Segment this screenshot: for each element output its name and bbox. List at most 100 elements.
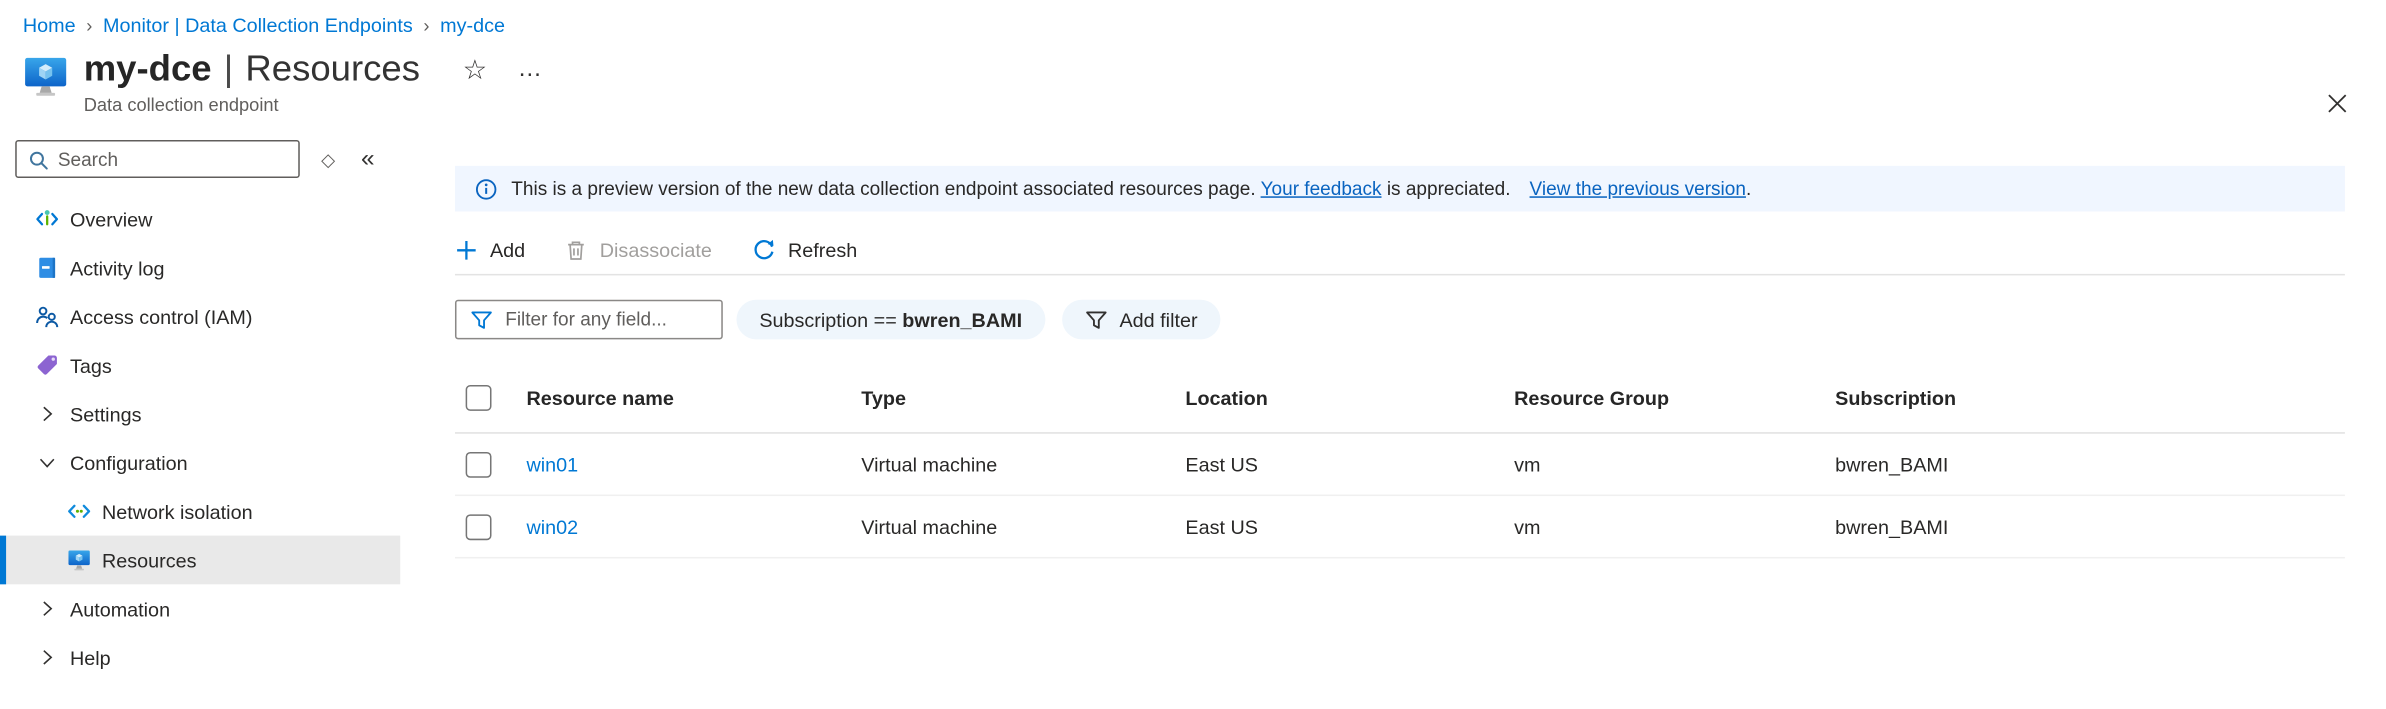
sidebar-item-label: Activity log — [69, 256, 165, 280]
favorite-star-icon[interactable]: ☆ — [462, 54, 488, 86]
breadcrumb-separator-icon: › — [423, 14, 430, 36]
activity-log-icon — [35, 256, 59, 280]
blade-name-title: Resources — [245, 48, 420, 90]
toolbar-divider — [454, 273, 2345, 276]
cell-location: East US — [1185, 452, 1258, 476]
add-button-label: Add — [489, 238, 526, 261]
disassociate-button-label: Disassociate — [599, 238, 712, 261]
sidebar-item-resources[interactable]: Resources — [0, 535, 401, 585]
resource-link[interactable]: win01 — [526, 452, 579, 476]
select-all-checkbox[interactable] — [465, 384, 492, 411]
data-collection-endpoint-icon — [25, 57, 67, 96]
main-panel: This is a preview version of the new dat… — [400, 116, 2386, 559]
access-control-icon — [35, 304, 59, 328]
breadcrumb-my-dce[interactable]: my-dce — [440, 13, 505, 37]
menu-switch-icon[interactable]: ◇ — [321, 148, 336, 170]
sidebar-item-automation[interactable]: Automation — [0, 584, 400, 633]
more-options-icon[interactable]: … — [517, 56, 544, 83]
search-icon — [29, 151, 48, 170]
sidebar-item-label: Overview — [69, 207, 153, 231]
cell-subscription: bwren_BAMI — [1835, 515, 1949, 538]
sidebar-item-overview[interactable]: Overview — [0, 195, 400, 244]
close-icon[interactable] — [2325, 91, 2349, 115]
banner-text: This is a preview version of the new dat… — [511, 178, 1751, 199]
blade-content: ◇ « Overview — [0, 116, 2386, 682]
plus-icon — [457, 240, 476, 259]
chevron-right-icon — [35, 402, 59, 426]
breadcrumb-home[interactable]: Home — [22, 13, 76, 37]
subscription-filter-pill[interactable]: Subscription == bwren_BAMI — [736, 299, 1045, 340]
cell-resource-group: vm — [1514, 515, 1541, 538]
sidebar-item-settings[interactable]: Settings — [0, 390, 400, 439]
cell-resource-group: vm — [1514, 452, 1541, 476]
sidebar-item-activity-log[interactable]: Activity log — [0, 243, 400, 292]
sidebar-item-tags[interactable]: Tags — [0, 341, 400, 390]
table-row: win02 Virtual machine East US vm bwren_B… — [454, 496, 2345, 559]
table-row: win01 Virtual machine East US vm bwren_B… — [454, 434, 2345, 497]
cell-type: Virtual machine — [861, 452, 998, 476]
sidebar-item-label: Network isolation — [101, 499, 253, 523]
sidebar-item-help[interactable]: Help — [0, 633, 400, 682]
resource-type-subtitle: Data collection endpoint — [83, 94, 279, 116]
chevron-right-icon — [35, 596, 59, 620]
collapse-menu-icon[interactable]: « — [360, 145, 375, 172]
resource-link[interactable]: win02 — [526, 515, 579, 538]
resource-name-title: my-dce — [83, 48, 212, 90]
column-header-location: Location — [1185, 386, 1268, 410]
refresh-button[interactable]: Refresh — [751, 237, 857, 261]
sidebar-item-label: Help — [69, 645, 111, 669]
page-title: my-dce | Resources ☆ … — [84, 47, 544, 93]
resources-table: Resource name Type Location Resource Gro… — [454, 364, 2345, 559]
filter-operator: == — [873, 308, 903, 331]
cell-subscription: bwren_BAMI — [1835, 452, 1949, 476]
network-isolation-icon — [67, 499, 91, 523]
menu-search-input[interactable] — [57, 143, 294, 175]
preview-banner: This is a preview version of the new dat… — [454, 165, 2345, 212]
row-checkbox[interactable] — [465, 451, 492, 478]
refresh-button-label: Refresh — [787, 238, 858, 261]
filter-field: Subscription — [759, 308, 874, 331]
view-previous-version-link[interactable]: View the previous version — [1529, 178, 1746, 200]
chevron-down-icon — [35, 450, 59, 474]
sidebar-item-label: Settings — [69, 402, 142, 426]
row-checkbox[interactable] — [465, 513, 492, 540]
sidebar-item-configuration[interactable]: Configuration — [0, 438, 400, 487]
add-filter-label: Add filter — [1119, 308, 1198, 331]
overview-icon — [35, 207, 59, 231]
add-filter-funnel-icon — [1085, 310, 1107, 329]
filter-input-box — [454, 299, 723, 340]
your-feedback-link[interactable]: Your feedback — [1260, 178, 1382, 200]
sidebar-item-label: Access control (IAM) — [69, 305, 253, 328]
menu-list: Overview Activity log — [0, 195, 401, 682]
filter-input[interactable] — [505, 302, 716, 337]
command-bar: Add Disassociate Refre — [455, 225, 2345, 274]
cell-location: East US — [1185, 515, 1258, 538]
add-button[interactable]: Add — [455, 238, 525, 261]
resources-icon — [67, 548, 91, 572]
breadcrumb: Home › Monitor | Data Collection Endpoin… — [0, 0, 2386, 37]
add-filter-button[interactable]: Add filter — [1061, 299, 1221, 340]
tag-icon — [35, 353, 59, 377]
chevron-right-icon — [35, 645, 59, 669]
sidebar-item-network-isolation[interactable]: Network isolation — [0, 487, 400, 536]
banner-text-2: is appreciated. — [1386, 178, 1511, 200]
info-icon — [475, 178, 497, 199]
column-header-resource-name: Resource name — [526, 386, 674, 410]
trash-icon — [568, 240, 585, 260]
breadcrumb-monitor-dce[interactable]: Monitor | Data Collection Endpoints — [102, 13, 413, 37]
menu-search-row: ◇ « — [0, 116, 400, 179]
sidebar-item-label: Automation — [69, 597, 171, 621]
banner-period: . — [1745, 178, 1752, 200]
sidebar-item-access-control[interactable]: Access control (IAM) — [0, 292, 400, 341]
filter-value: bwren_BAMI — [902, 308, 1023, 331]
menu-search-box — [15, 139, 300, 179]
header-text: my-dce | Resources ☆ … Data collection e… — [83, 47, 544, 116]
sidebar-item-label: Configuration — [69, 451, 188, 475]
filter-bar: Subscription == bwren_BAMI Add filter — [454, 299, 2345, 340]
sidebar-item-label: Resources — [101, 548, 197, 572]
disassociate-button[interactable]: Disassociate — [565, 238, 712, 261]
column-header-type: Type — [861, 386, 906, 410]
column-header-resource-group: Resource Group — [1514, 386, 1670, 410]
refresh-icon — [754, 239, 774, 260]
